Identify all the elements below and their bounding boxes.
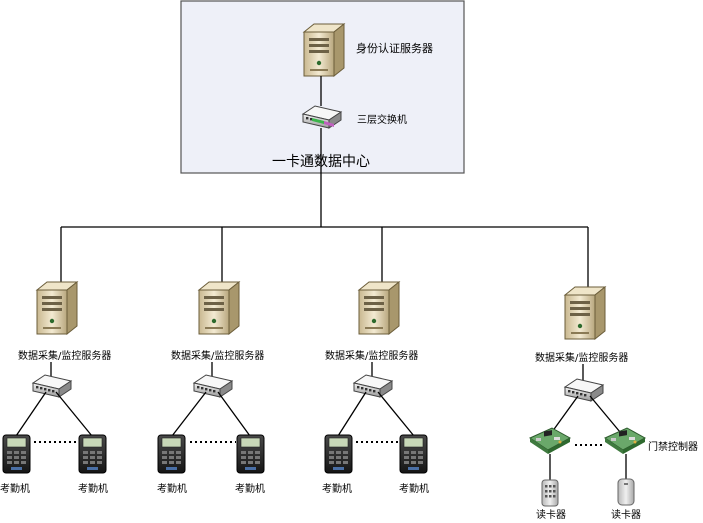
core-switch-label: 三层交换机 [357, 113, 407, 126]
device-label-left: 读卡器 [536, 508, 566, 521]
device-label-left: 考勤机 [157, 482, 187, 495]
attendance-terminal-icon [236, 434, 265, 474]
attendance-terminal-icon [78, 434, 107, 474]
server-icon [564, 286, 606, 340]
device-label-right: 考勤机 [78, 482, 108, 495]
device-label-left: 考勤机 [322, 482, 352, 495]
branch-server-label: 数据采集/监控服务器 [18, 349, 111, 362]
branch-4: 数据采集/监控服务器 门禁控制器 读卡器 读卡器 [529, 286, 698, 521]
server-icon [36, 281, 78, 335]
controller-board-icon [604, 427, 646, 455]
card-reader-icon [541, 479, 559, 507]
auth-server: 身份认证服务器 [303, 23, 433, 77]
branch-1: 数据采集/监控服务器 考勤机 考勤机 [0, 281, 111, 495]
device-label-right: 读卡器 [611, 508, 641, 521]
attendance-terminal-icon [2, 434, 31, 474]
switch-icon [32, 374, 72, 398]
branch-server-label: 数据采集/监控服务器 [535, 351, 628, 364]
auth-server-label: 身份认证服务器 [356, 41, 433, 55]
device-label-right: 考勤机 [399, 482, 429, 495]
switch-icon [564, 378, 604, 402]
switch-icon [193, 374, 233, 398]
card-reader-icon [617, 478, 635, 506]
device-label-right: 考勤机 [235, 482, 265, 495]
core-switch: 三层交换机 [302, 105, 407, 129]
controller-board-icon [529, 427, 571, 455]
server-icon [198, 281, 240, 335]
branch-3: 数据采集/监控服务器 考勤机 考勤机 [322, 281, 429, 495]
server-icon [358, 281, 400, 335]
attendance-terminal-icon [399, 434, 428, 474]
branch-2: 数据采集/监控服务器 考勤机 考勤机 [157, 281, 265, 495]
attendance-terminal-icon [324, 434, 353, 474]
device-label-left: 考勤机 [0, 482, 30, 495]
attendance-terminal-icon [157, 434, 186, 474]
controller-label: 门禁控制器 [648, 440, 698, 453]
branch-server-label: 数据采集/监控服务器 [325, 349, 418, 362]
server-icon [303, 23, 345, 77]
switch-icon [353, 374, 393, 398]
branch-server-label: 数据采集/监控服务器 [171, 349, 264, 362]
